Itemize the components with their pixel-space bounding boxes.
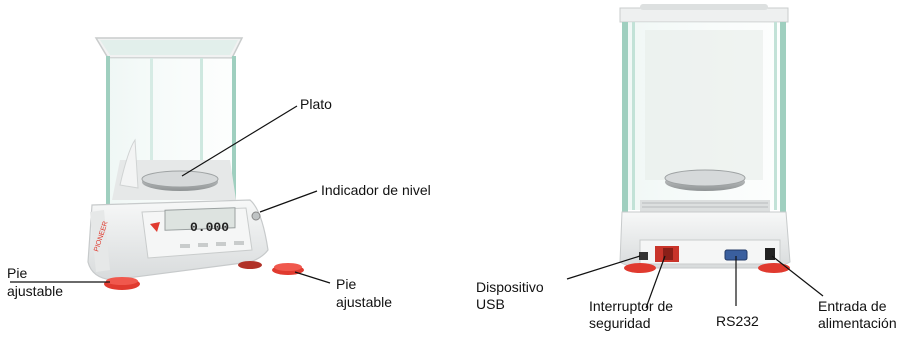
level-bubble — [251, 211, 261, 221]
key-4 — [234, 241, 244, 245]
brand-logo-mark — [150, 222, 160, 232]
label-plato: Plato — [300, 96, 332, 112]
key-2 — [198, 243, 208, 247]
glass-edge-right — [232, 56, 236, 206]
label-interruptor-1: Interruptor de — [589, 298, 674, 314]
label-pie-der-1: Pie — [336, 276, 357, 292]
label-indicador-nivel: Indicador de nivel — [321, 182, 431, 198]
display-reading: 0.000 — [190, 220, 229, 235]
leader-plato — [181, 105, 298, 177]
label-pie-der-2: ajustable — [336, 294, 393, 310]
leader-lines-front — [10, 105, 331, 284]
rear-glass-right — [780, 22, 786, 212]
key-3 — [216, 242, 226, 246]
leader-usb — [566, 255, 641, 280]
label-usb-2: USB — [476, 296, 505, 312]
label-pie-izq-1: Pie — [7, 265, 28, 281]
glass-edge-left — [106, 56, 110, 206]
power-input — [765, 248, 775, 260]
leader-entrada — [771, 255, 824, 297]
rear-foot-right — [758, 263, 790, 273]
leader-lines-rear — [566, 255, 824, 309]
front-balance: PIONEER 0.000 — [87, 37, 304, 290]
label-pie-izq-2: ajustable — [7, 283, 64, 299]
leader-pie-der — [294, 271, 331, 284]
label-entrada-2: alimentación — [818, 315, 897, 331]
rear-foot-left — [624, 263, 656, 273]
label-interruptor-2: seguridad — [589, 315, 651, 331]
label-usb-1: Dispositivo — [476, 279, 544, 295]
label-entrada-1: Entrada de — [818, 298, 887, 314]
leader-nivel — [259, 190, 318, 213]
label-rs232: RS232 — [716, 313, 759, 329]
usb-port — [639, 252, 648, 260]
key-1 — [180, 244, 190, 248]
leader-interruptor — [645, 255, 666, 309]
rear-glass-left — [622, 22, 628, 212]
rear-balance — [619, 4, 791, 273]
